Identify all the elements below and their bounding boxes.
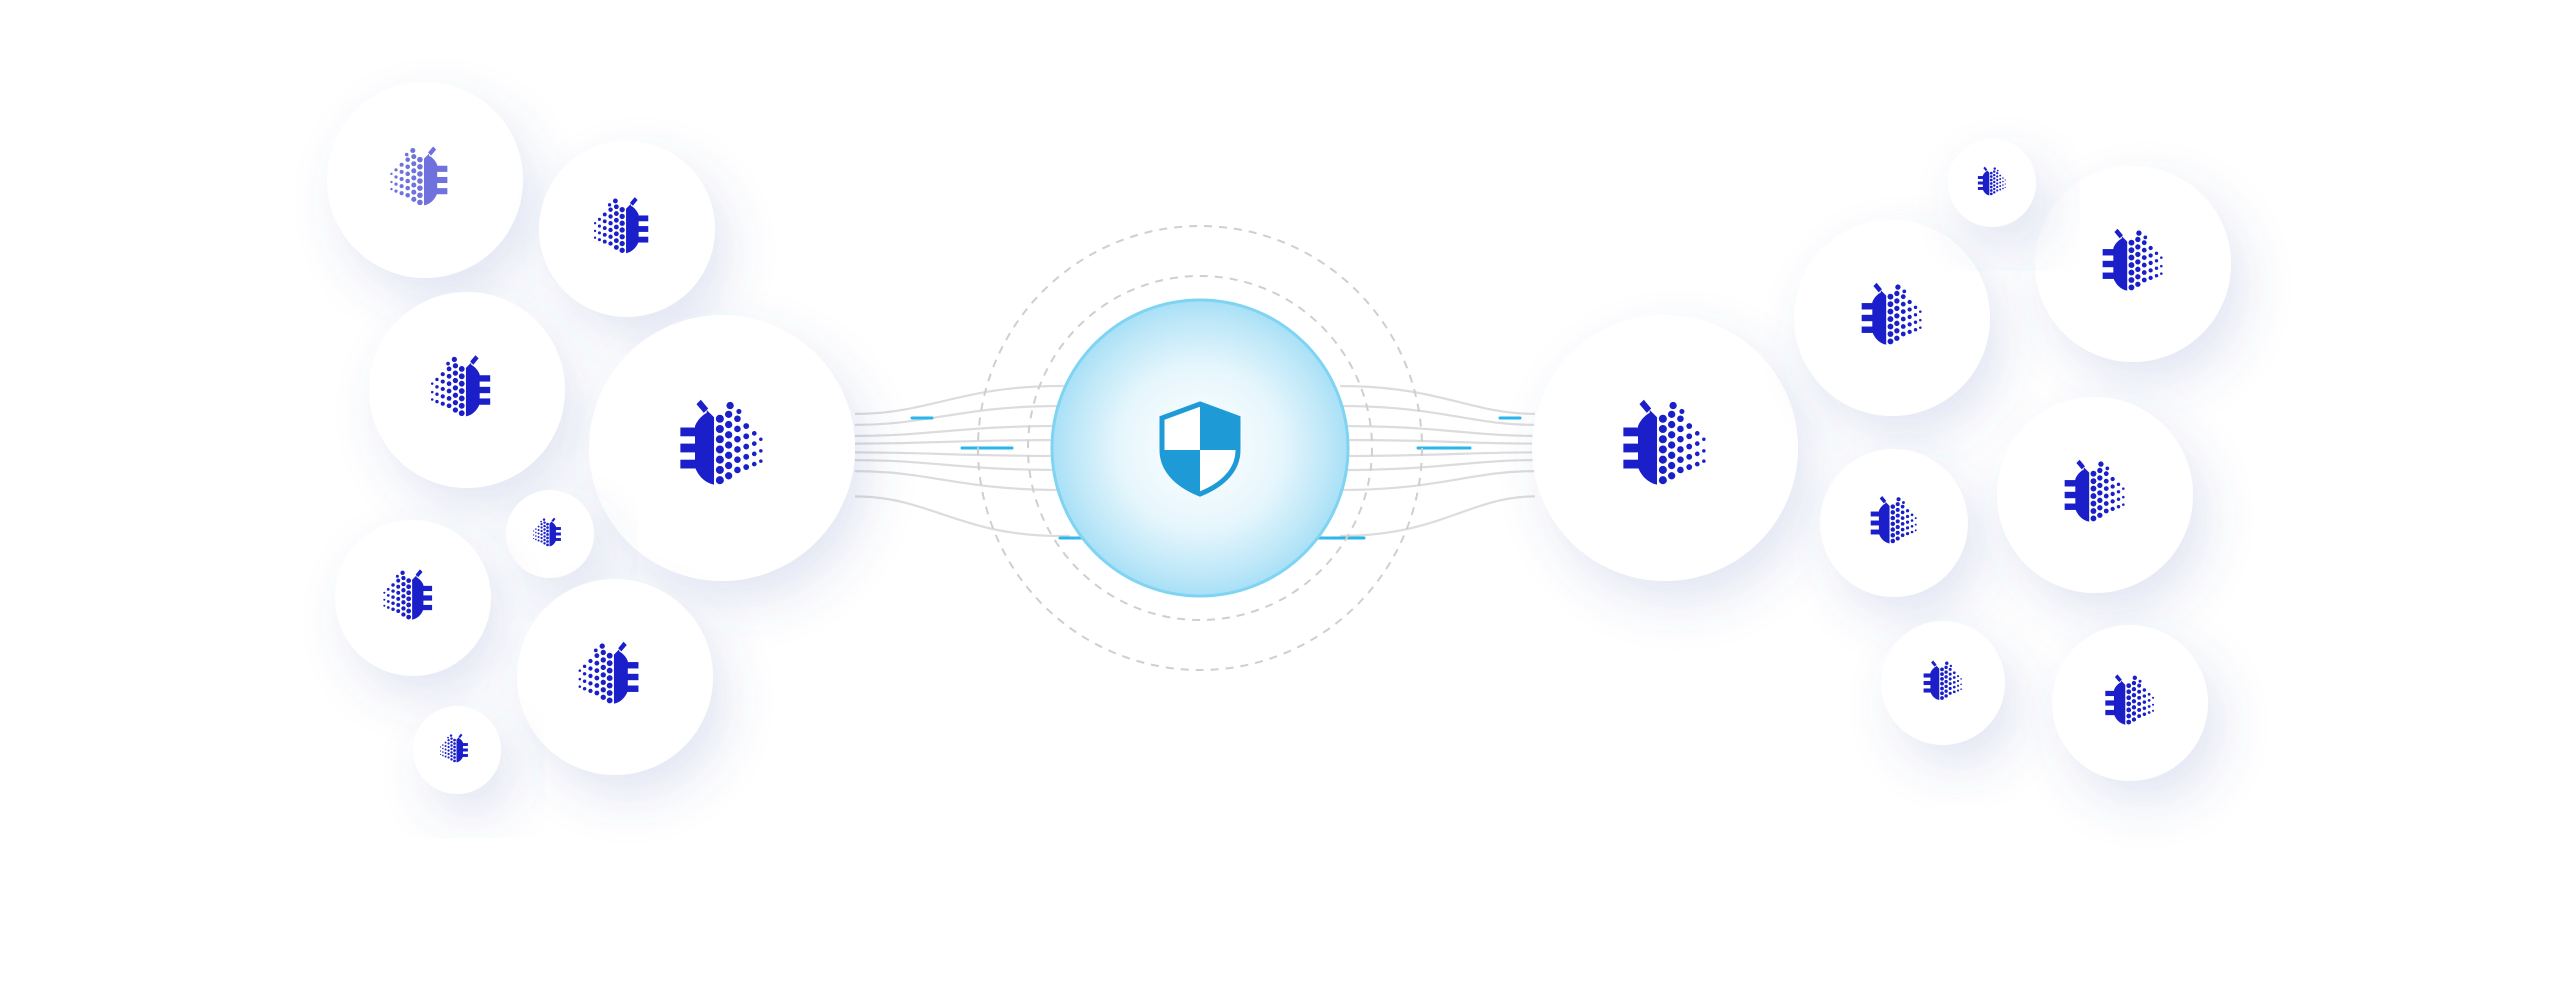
connector-line-right: [1339, 451, 1536, 458]
bug-node-right: [2035, 166, 2231, 362]
connector-line-right: [1339, 495, 1536, 538]
bug-icon: [1977, 166, 2006, 196]
bug-icon: [680, 399, 763, 485]
bug-icon: [593, 197, 649, 254]
dashed-ring: [977, 225, 1423, 671]
bug-node-right: [1820, 449, 1968, 597]
bug-icon: [430, 355, 491, 417]
connector-line-left: [854, 451, 1070, 458]
connector-line-left: [854, 470, 1070, 492]
bug-node-left: [539, 141, 715, 317]
connector-lines: [854, 384, 1536, 540]
connector-line-left: [854, 384, 1070, 415]
bug-icon: [1623, 399, 1706, 485]
bug-node-group: [327, 82, 2231, 794]
connector-line-right: [1339, 438, 1536, 445]
bug-node-right: [1948, 139, 2036, 227]
bug-node-right: [1794, 220, 1990, 416]
shield-hub: [1038, 286, 1362, 610]
bug-icon: [1861, 282, 1922, 345]
bug-icon: [1870, 495, 1917, 544]
bug-icon: [1923, 660, 1962, 701]
bug-node-right: [1881, 621, 2005, 745]
bug-icon: [2102, 228, 2163, 291]
bug-node-left: [517, 579, 713, 775]
connector-line-left: [854, 495, 1070, 538]
connector-line-right: [1339, 384, 1536, 415]
bug-icon: [2105, 674, 2155, 725]
bug-node-left: [335, 520, 491, 676]
bug-icon: [533, 517, 561, 547]
bug-icon: [2064, 459, 2125, 522]
bug-icon: [578, 641, 639, 704]
connector-line-left: [854, 404, 1070, 426]
bug-node-left: [413, 706, 501, 794]
bug-node-right: [1997, 397, 2193, 593]
connector-line-left: [854, 459, 1070, 472]
connector-line-left: [854, 438, 1070, 445]
bug-icon: [440, 733, 468, 763]
bug-node-left: [369, 292, 565, 488]
bug-node-right: [2052, 625, 2208, 781]
connector-line-right: [1339, 404, 1536, 426]
connector-line-right: [1339, 470, 1536, 492]
connector-line-right: [1339, 424, 1536, 437]
dashed-ring: [1027, 275, 1373, 621]
dashed-orbit-rings: [977, 225, 1423, 671]
connector-line-right: [1339, 459, 1536, 472]
bug-node-left: [327, 82, 523, 278]
connector-line-left: [854, 424, 1070, 437]
bug-node-right: [1532, 315, 1798, 581]
bug-icon: [383, 569, 433, 620]
bug-node-left: [506, 490, 594, 578]
bug-icon: [390, 146, 448, 206]
bug-node-left: [589, 315, 855, 581]
